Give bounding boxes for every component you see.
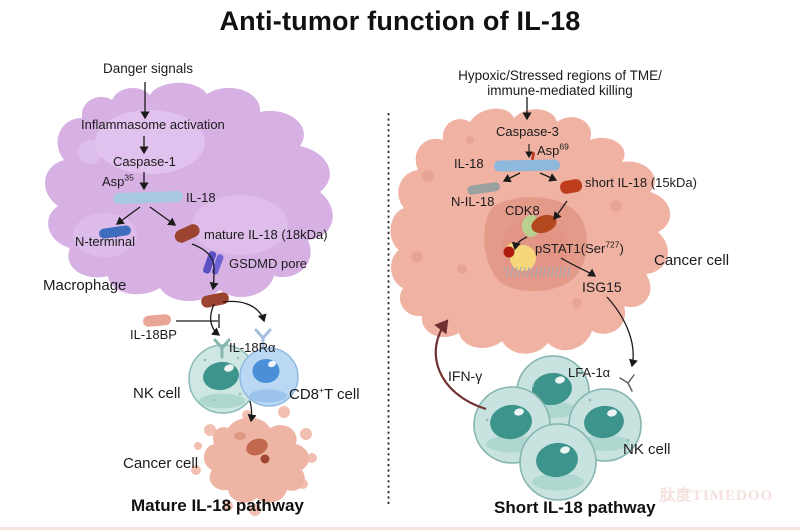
watermark: 肽度TIMEDOO — [660, 488, 774, 504]
short-il18-shape — [560, 179, 583, 194]
tme-trigger-line2: immune-mediated killing — [487, 83, 633, 98]
nk-cell-left-label: NK cell — [133, 385, 181, 402]
pro-il18-shape-left — [113, 190, 183, 205]
pro-il18-shape-right — [494, 159, 561, 172]
pathway-arrows — [115, 82, 638, 423]
nk-cell-right-label: NK cell — [623, 441, 671, 458]
n-il18-label: N-IL-18 — [451, 194, 495, 209]
cd8-t-cell-label: CD8+T cell — [289, 385, 360, 403]
pstat1-label: pSTAT1(Ser727) — [535, 239, 624, 256]
tme-trigger-line1: Hypoxic/Stressed regions of TME/ — [458, 68, 662, 83]
macrophage-blob — [45, 82, 333, 302]
n-terminal-label: N-terminal — [75, 234, 135, 249]
short-il18-label: short IL-18 (15kDa) — [585, 175, 697, 190]
bottom-strip — [0, 527, 800, 530]
cdk8-complex-shape — [522, 214, 557, 237]
gsdmd-pore-label: GSDMD pore — [229, 256, 308, 271]
cancer-cell-left-label: Cancer cell — [123, 455, 199, 472]
caspase1-label: Caspase-1 — [113, 154, 176, 169]
il18-left-label: IL-18 — [186, 190, 216, 205]
cd8-t-cell — [239, 347, 299, 407]
secreted-il18-shape — [201, 292, 229, 308]
mature-il18-shape — [174, 224, 200, 243]
n-il18-shape — [467, 182, 500, 195]
il18ra-receptor-cd8 — [254, 328, 272, 349]
nk-cell-left — [188, 344, 258, 414]
ifn-gamma-arrow — [434, 319, 487, 411]
short-pathway-label: Short IL-18 pathway — [494, 498, 656, 517]
asp69-label: Asp69 — [537, 141, 569, 158]
isg15-label: ISG15 — [582, 279, 622, 295]
inflammasome-label: Inflammasome activation — [81, 117, 225, 132]
mature-il18-label: mature IL-18 (18kDa) — [204, 227, 328, 242]
mature-pathway-label: Mature IL-18 pathway — [131, 496, 304, 515]
lfa1a-receptor — [619, 374, 635, 392]
asp35-label: Asp35 — [102, 172, 134, 189]
nk-cell-cluster — [473, 355, 642, 501]
cdk8-label: CDK8 — [505, 203, 540, 218]
dna-hatch — [504, 267, 572, 277]
ifn-gamma-label: IFN-γ — [448, 368, 483, 384]
macrophage-label: Macrophage — [43, 277, 127, 294]
cancer-cell-right-label: Cancer cell — [654, 252, 730, 269]
il18ra-label: IL-18Rα — [229, 340, 276, 355]
page-title: Anti-tumor function of IL-18 — [219, 6, 581, 36]
il18bp-shape — [143, 314, 172, 327]
il18ra-receptor-nk — [213, 338, 231, 359]
n-terminal-shape — [99, 225, 131, 239]
danger-signals-label: Danger signals — [103, 61, 194, 76]
caspase3-label: Caspase-3 — [496, 124, 559, 139]
il18-right-label: IL-18 — [454, 156, 484, 171]
tme-trigger-label: Hypoxic/Stressed regions of TME/ immune-… — [428, 68, 692, 98]
il18bp-label: IL-18BP — [130, 327, 177, 342]
lfa1a-label: LFA-1α — [568, 365, 611, 380]
gsdmd-pore-shape — [202, 251, 224, 275]
